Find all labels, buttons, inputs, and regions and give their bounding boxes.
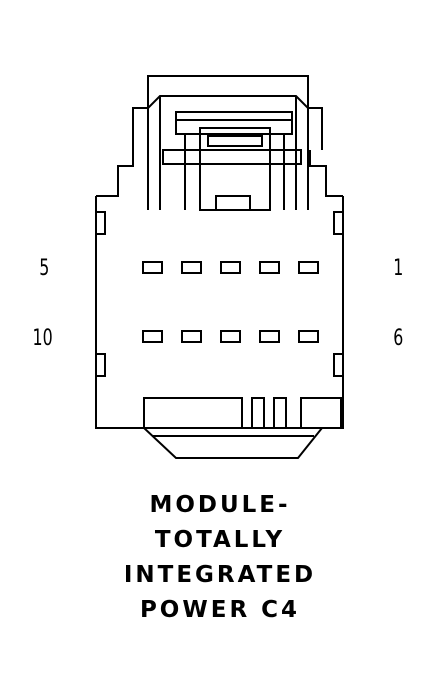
- latch-bar: [162, 149, 302, 165]
- body-notch-right-top: [333, 211, 344, 235]
- pin-label-bottom-right: 6: [393, 326, 404, 351]
- body-notch-left-bottom: [95, 353, 106, 377]
- caption-line-1: MODULE-: [149, 492, 291, 518]
- connector-right-shoulder: [309, 150, 343, 197]
- pin-cavity-6: [298, 330, 319, 343]
- pin-cavity-1: [298, 261, 319, 274]
- bottom-key-slot-1: [251, 397, 265, 429]
- pin-label-top-left: 5: [39, 256, 50, 281]
- latch-center-inner: [207, 135, 263, 147]
- body-notch-right-bottom: [333, 353, 344, 377]
- latch-center-frame: [199, 127, 271, 211]
- latch-tab-top: [175, 111, 293, 135]
- latch-housing-outer: [132, 75, 323, 150]
- pin-cavity-5: [142, 261, 163, 274]
- pin-cavity-8: [220, 330, 241, 343]
- pin-cavity-9: [181, 330, 202, 343]
- connector-left-shoulder: [96, 150, 134, 197]
- pin-cavity-10: [142, 330, 163, 343]
- pin-label-top-right: 1: [393, 256, 404, 281]
- bottom-key-left: [143, 397, 243, 429]
- pin-label-bottom-left: 10: [32, 326, 53, 351]
- caption-line-2: TOTALLY: [154, 527, 286, 553]
- latch-housing-inner: [147, 95, 309, 210]
- connector-body-outline: [95, 196, 344, 429]
- caption-line-4: POWER C4: [139, 597, 301, 623]
- caption-line-3: INTEGRATED: [123, 562, 317, 588]
- pin-cavity-3: [220, 261, 241, 274]
- pin-cavity-7: [259, 330, 280, 343]
- pin-cavity-4: [181, 261, 202, 274]
- connector-bottom-skirt: [141, 427, 325, 459]
- pin-cavity-2: [259, 261, 280, 274]
- connector-caption: MODULE- TOTALLY INTEGRATED POWER C4: [0, 488, 440, 628]
- bottom-key-slot-2: [273, 397, 287, 429]
- body-notch-left-top: [95, 211, 106, 235]
- latch-center-foot: [215, 195, 251, 211]
- bottom-key-right: [300, 397, 342, 429]
